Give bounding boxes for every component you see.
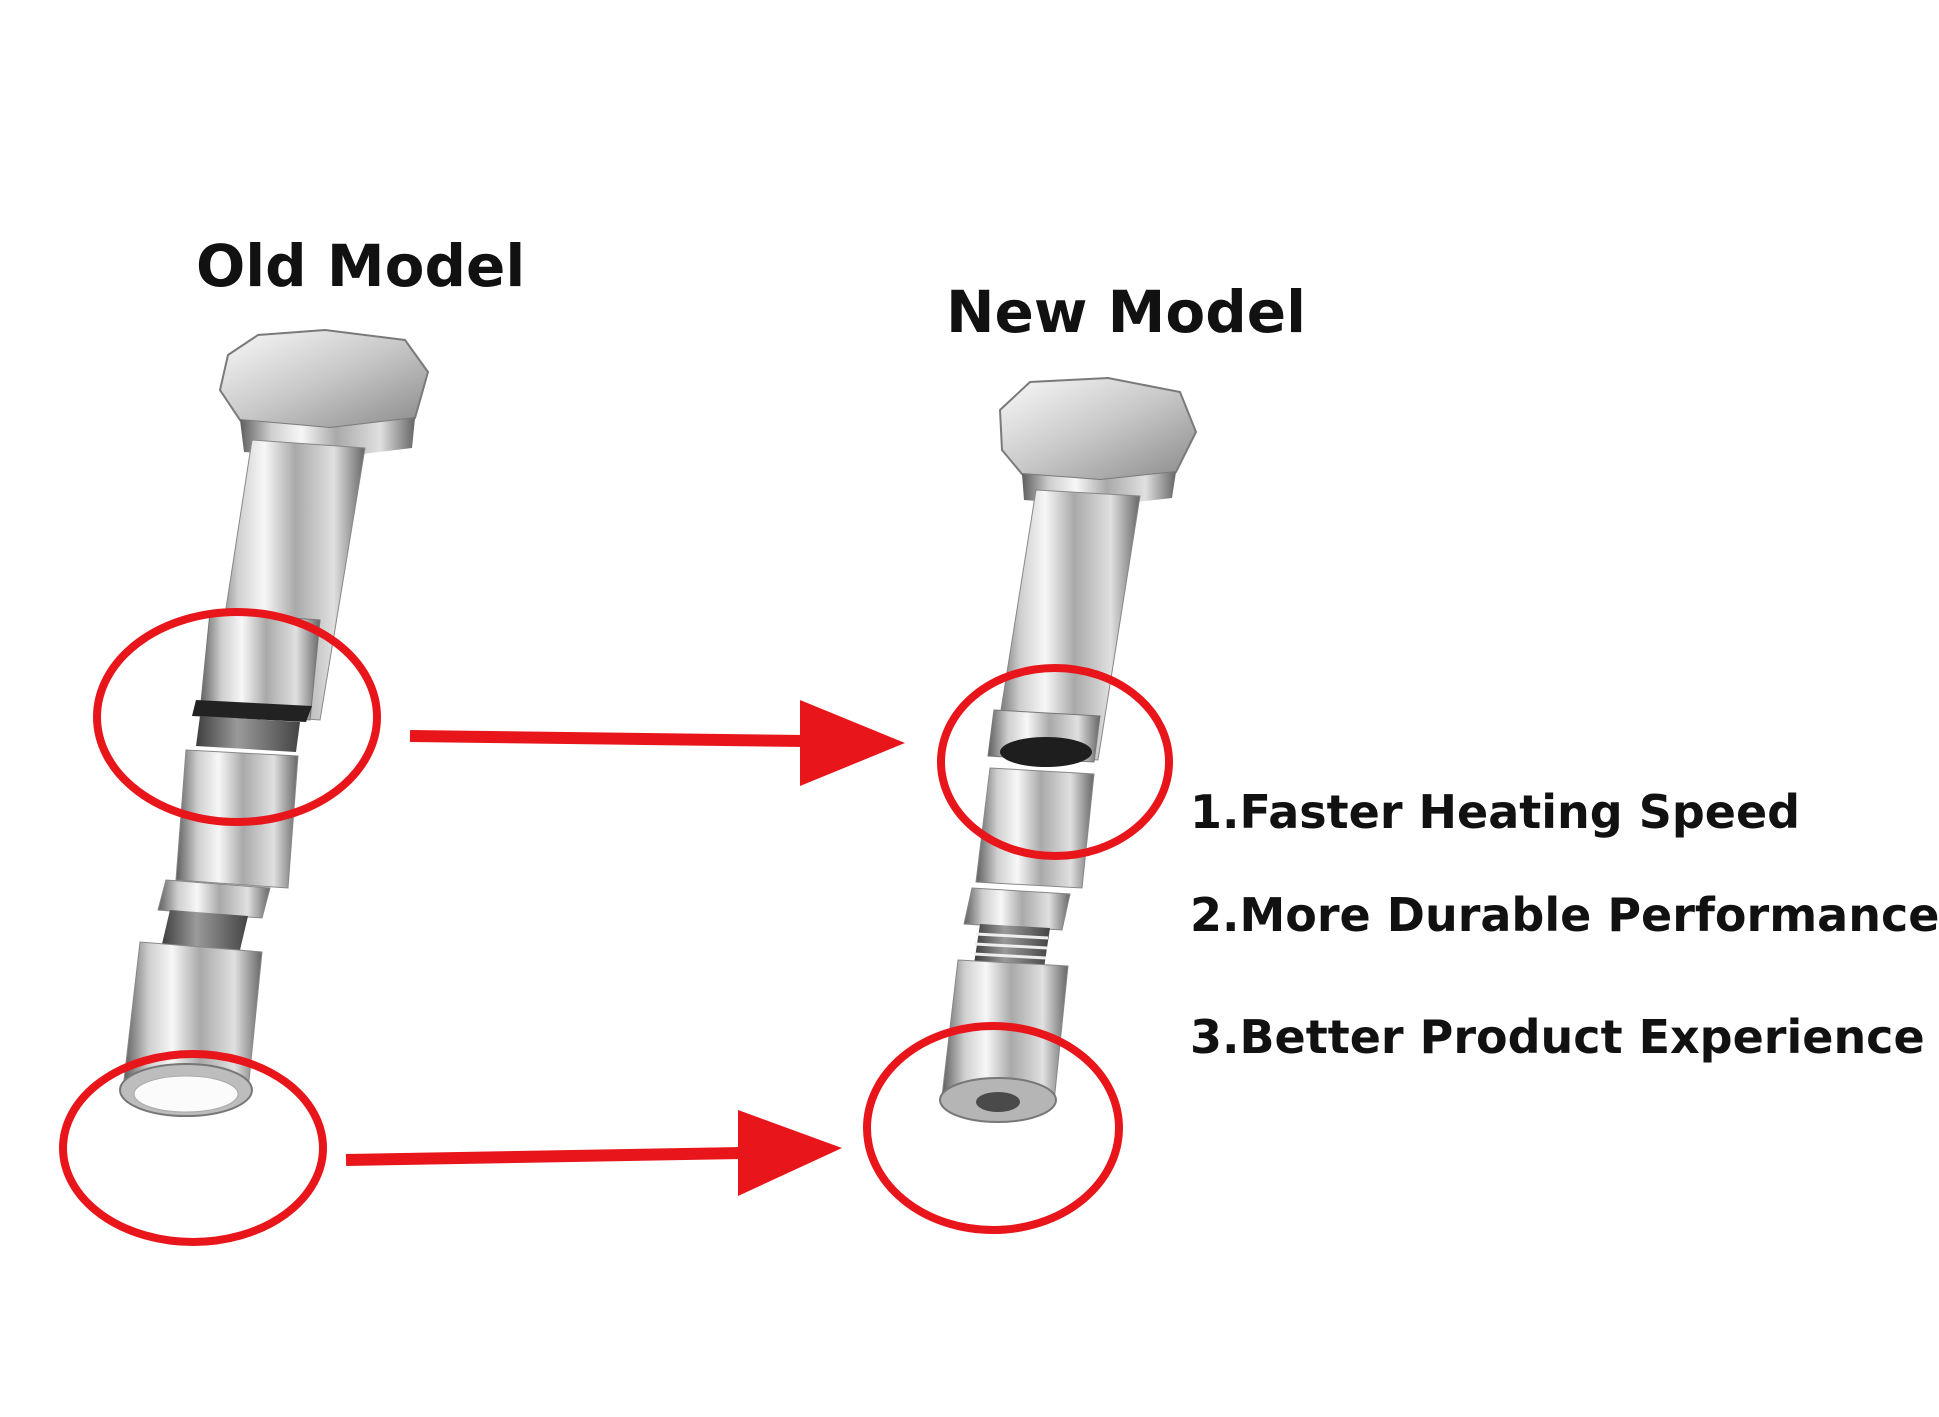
comparison-illustration	[59, 328, 1198, 1246]
new-seal-highlight-circle	[937, 664, 1173, 860]
new-seal	[1000, 737, 1092, 767]
lower-arrow-head	[738, 1110, 842, 1196]
new-model-pin	[939, 376, 1198, 1123]
upper-arrow-head	[800, 700, 905, 786]
old-ceramic-tip	[133, 1075, 239, 1113]
new-thread	[973, 924, 1050, 968]
old-model-pin	[119, 328, 430, 1117]
new-tip-hole	[976, 1092, 1020, 1112]
new-model-title: New Model	[946, 278, 1306, 346]
feature-2: 2.More Durable Performance	[1190, 888, 1939, 942]
old-hex-head	[218, 328, 430, 430]
lower-arrow	[345, 1110, 842, 1196]
old-tip-highlight-circle	[59, 1050, 327, 1246]
new-tip-highlight-circle	[863, 1022, 1123, 1234]
highlight-markers	[59, 608, 1173, 1246]
feature-3: 3.Better Product Experience	[1190, 1010, 1925, 1064]
upper-arrow	[409, 700, 905, 786]
new-upper-shaft	[993, 489, 1141, 761]
old-seal-highlight-circle	[93, 608, 381, 826]
old-model-title: Old Model	[196, 232, 526, 300]
feature-1: 1.Faster Heating Speed	[1190, 785, 1801, 839]
new-hex-head	[998, 376, 1198, 482]
